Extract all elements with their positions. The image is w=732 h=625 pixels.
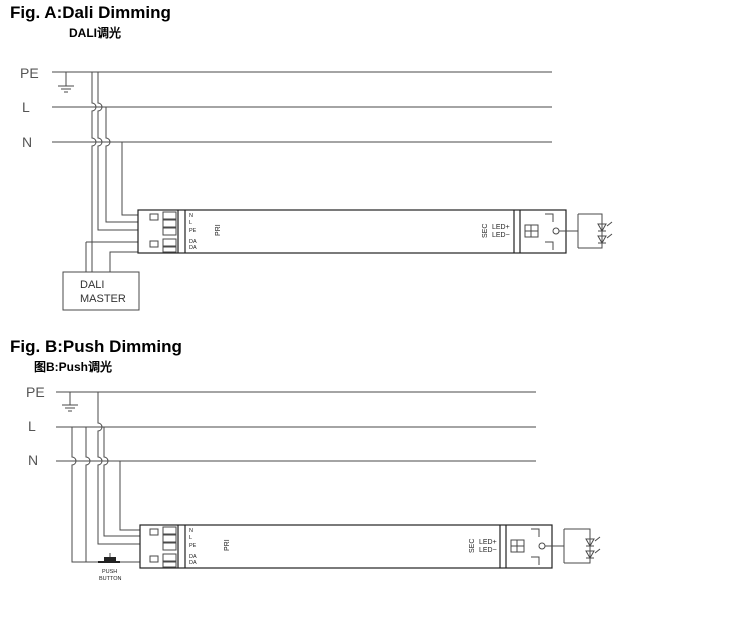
fig-a-ground-icon (58, 72, 74, 93)
fig-a-dali-master-line1: DALI (80, 279, 104, 291)
fig-a-sec-label: SEC (482, 224, 489, 238)
fig-b-term-n: N (189, 528, 193, 534)
fig-b-push-button-icon (98, 553, 120, 563)
fig-a-term-pe: PE (189, 228, 197, 234)
fig-a-n-label: N (22, 134, 32, 150)
fig-b-driver: N L PE DA DA PRI SEC LED+ LED− (139, 524, 553, 569)
fig-a-title: Fig. A:Dali Dimming (10, 3, 171, 22)
fig-a-led-minus: LED− (492, 232, 510, 239)
fig-b-ground-icon (62, 392, 78, 412)
fig-b-diagram: PE L N (26, 384, 601, 582)
fig-b-led-icon (545, 528, 601, 564)
fig-b-pri-label: PRI (224, 539, 231, 551)
fig-a-led-icon (559, 213, 613, 249)
fig-a-driver: N L PE DA DA PRI SEC LED+ LED− (137, 209, 567, 254)
fig-b-push-line1: PUSH (102, 569, 117, 575)
fig-a-pe-label: PE (20, 65, 39, 81)
fig-b-term-da1: DA (189, 554, 197, 560)
fig-a-term-n: N (189, 213, 193, 219)
fig-b-n-label: N (28, 452, 38, 468)
fig-a-led-plus: LED+ (492, 224, 510, 231)
fig-a-pri-label: PRI (215, 224, 222, 236)
fig-a-wires (85, 72, 139, 272)
fig-a-dali-master-box (62, 271, 140, 311)
fig-b-sec-label: SEC (469, 539, 476, 553)
fig-b-wires (71, 392, 141, 563)
fig-a-output-terminals (524, 213, 560, 250)
fig-b-term-l: L (189, 535, 192, 541)
fig-a-diagram: PE L N DALI (20, 65, 613, 311)
fig-b-push-line2: BUTTON (99, 576, 122, 582)
fig-b-l-label: L (28, 418, 36, 434)
fig-b-led-minus: LED− (479, 547, 497, 554)
fig-a-subtitle: DALI调光 (69, 26, 121, 40)
fig-a-l-label: L (22, 99, 30, 115)
fig-a-input-terminals (149, 211, 177, 253)
fig-b-term-pe: PE (189, 543, 197, 549)
fig-b-led-plus: LED+ (479, 539, 497, 546)
fig-b-term-da2: DA (189, 560, 197, 566)
fig-b-title: Fig. B:Push Dimming (10, 337, 182, 356)
fig-a-term-l: L (189, 220, 192, 226)
fig-b-input-terminals (149, 526, 177, 568)
fig-b-pe-label: PE (26, 384, 45, 400)
fig-b-output-terminals (510, 528, 546, 565)
fig-a-term-da1: DA (189, 239, 197, 245)
fig-b-subtitle: 图B:Push调光 (34, 360, 113, 374)
fig-a-dali-master-line2: MASTER (80, 293, 126, 305)
fig-a-term-da2: DA (189, 245, 197, 251)
